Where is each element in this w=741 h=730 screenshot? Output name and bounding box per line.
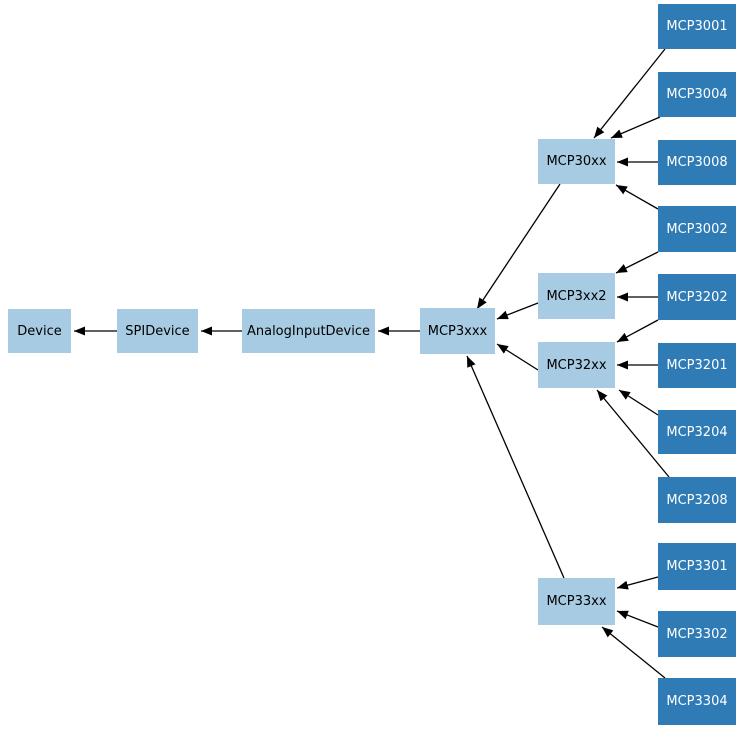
node-mcp30xx: MCP30xx bbox=[538, 139, 615, 184]
edge-mcp30xx-to-mcp3xxx bbox=[476, 183, 561, 310]
node-mcp3xxx: MCP3xxx bbox=[420, 308, 495, 354]
edge-mcp3302-to-mcp33xx bbox=[616, 610, 659, 628]
edge-mcp3204-to-mcp32xx bbox=[618, 389, 659, 416]
edge-mcp3001-to-mcp30xx bbox=[593, 48, 666, 139]
node-mcp3xx2: MCP3xx2 bbox=[538, 273, 615, 319]
node-mcp3301: MCP3301 bbox=[658, 543, 736, 590]
node-mcp3008: MCP3008 bbox=[658, 140, 736, 185]
edge-mcp3208-to-mcp32xx bbox=[596, 389, 670, 478]
node-mcp3001: MCP3001 bbox=[658, 4, 736, 49]
node-analoginputdevice: AnalogInputDevice bbox=[242, 309, 375, 353]
edge-mcp3202-to-mcp32xx bbox=[616, 319, 659, 343]
node-spidevice: SPIDevice bbox=[117, 309, 198, 353]
edge-mcp32xx-to-mcp3xxx bbox=[496, 343, 539, 371]
edge-mcp3004-to-mcp30xx bbox=[610, 116, 661, 139]
node-mcp3201: MCP3201 bbox=[658, 343, 736, 388]
edge-mcp3304-to-mcp33xx bbox=[601, 626, 666, 679]
node-mcp3002: MCP3002 bbox=[658, 206, 736, 252]
node-mcp3208: MCP3208 bbox=[658, 477, 736, 523]
edge-mcp3301-to-mcp33xx bbox=[616, 576, 659, 590]
node-mcp3304: MCP3304 bbox=[658, 678, 736, 725]
node-mcp3004: MCP3004 bbox=[658, 72, 736, 117]
node-mcp32xx: MCP32xx bbox=[538, 342, 615, 388]
edge-mcp3xx2-to-mcp3xxx bbox=[496, 302, 539, 320]
edge-mcp3002-to-mcp3xx2 bbox=[615, 251, 659, 274]
node-mcp3302: MCP3302 bbox=[658, 611, 736, 657]
node-mcp3202: MCP3202 bbox=[658, 274, 736, 320]
node-device: Device bbox=[8, 309, 71, 353]
node-mcp33xx: MCP33xx bbox=[538, 578, 615, 625]
node-mcp3204: MCP3204 bbox=[658, 410, 736, 454]
edge-mcp33xx-to-mcp3xxx bbox=[466, 355, 565, 579]
edge-mcp3002-to-mcp30xx bbox=[615, 184, 659, 210]
